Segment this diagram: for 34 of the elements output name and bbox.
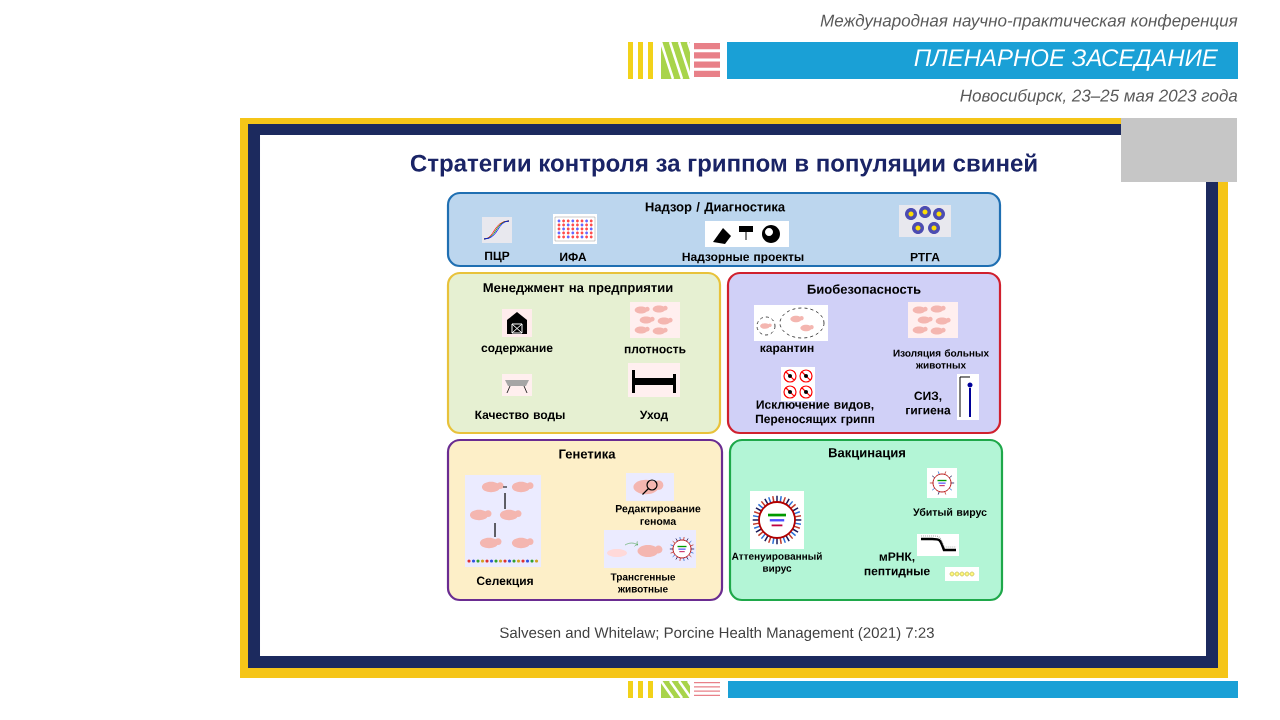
item-label: ПЦР [485,251,510,263]
item-label: карантин [760,345,814,355]
date-location-text: Новосибирск, 23–25 мая 2023 года [960,89,1238,105]
item-label: Аттенуированный вирус [731,552,822,574]
item-label: Убитый вирус [913,508,987,518]
strategy-panel [726,271,1002,435]
item-label: Изоляция больных животных [893,349,989,369]
item-label: Исключение видов, Переносящих грипп [755,400,875,426]
panel-heading: Надзор / Диагностика [645,201,786,215]
item-label: Качество воды [475,410,565,422]
item-label: Надзорные проекты [682,252,804,264]
item-label: Трансгенные животные [610,573,676,593]
strategy-panel [446,438,724,602]
strategy-panel [728,438,1004,602]
item-label: мРНК, пептидные [864,552,930,578]
session-banner: ПЛЕНАРНОЕ ЗАСЕДАНИЕ [727,42,1238,79]
panel-heading: Генетика [559,449,616,459]
item-label: РТГА [910,252,940,262]
conference-subtitle: Международная научно-практическая конференция [820,14,1238,30]
item-label: Селекция [476,576,533,588]
citation-text: Salvesen and Whitelaw; Porcine Health Management (2021) 7:23 [500,627,934,641]
panel-heading: Вакцинация [829,448,905,460]
strategy-panel [446,191,1002,268]
item-label: плотность [624,346,686,354]
strategy-panel [446,271,722,435]
item-label: содержание [481,345,553,355]
item-label: ИФА [560,252,587,262]
strategy-panel [731,448,987,581]
item-label: Редактирование генома [615,505,701,525]
panel-heading: Менеджмент на предприятии [483,283,673,295]
panel-heading: Биобезопасность [807,284,921,294]
slide-title: Стратегии контроля за гриппом в популяции свиней [410,153,1037,177]
item-label: СИЗ, гигиена [906,391,951,415]
item-label: Уход [639,410,668,422]
